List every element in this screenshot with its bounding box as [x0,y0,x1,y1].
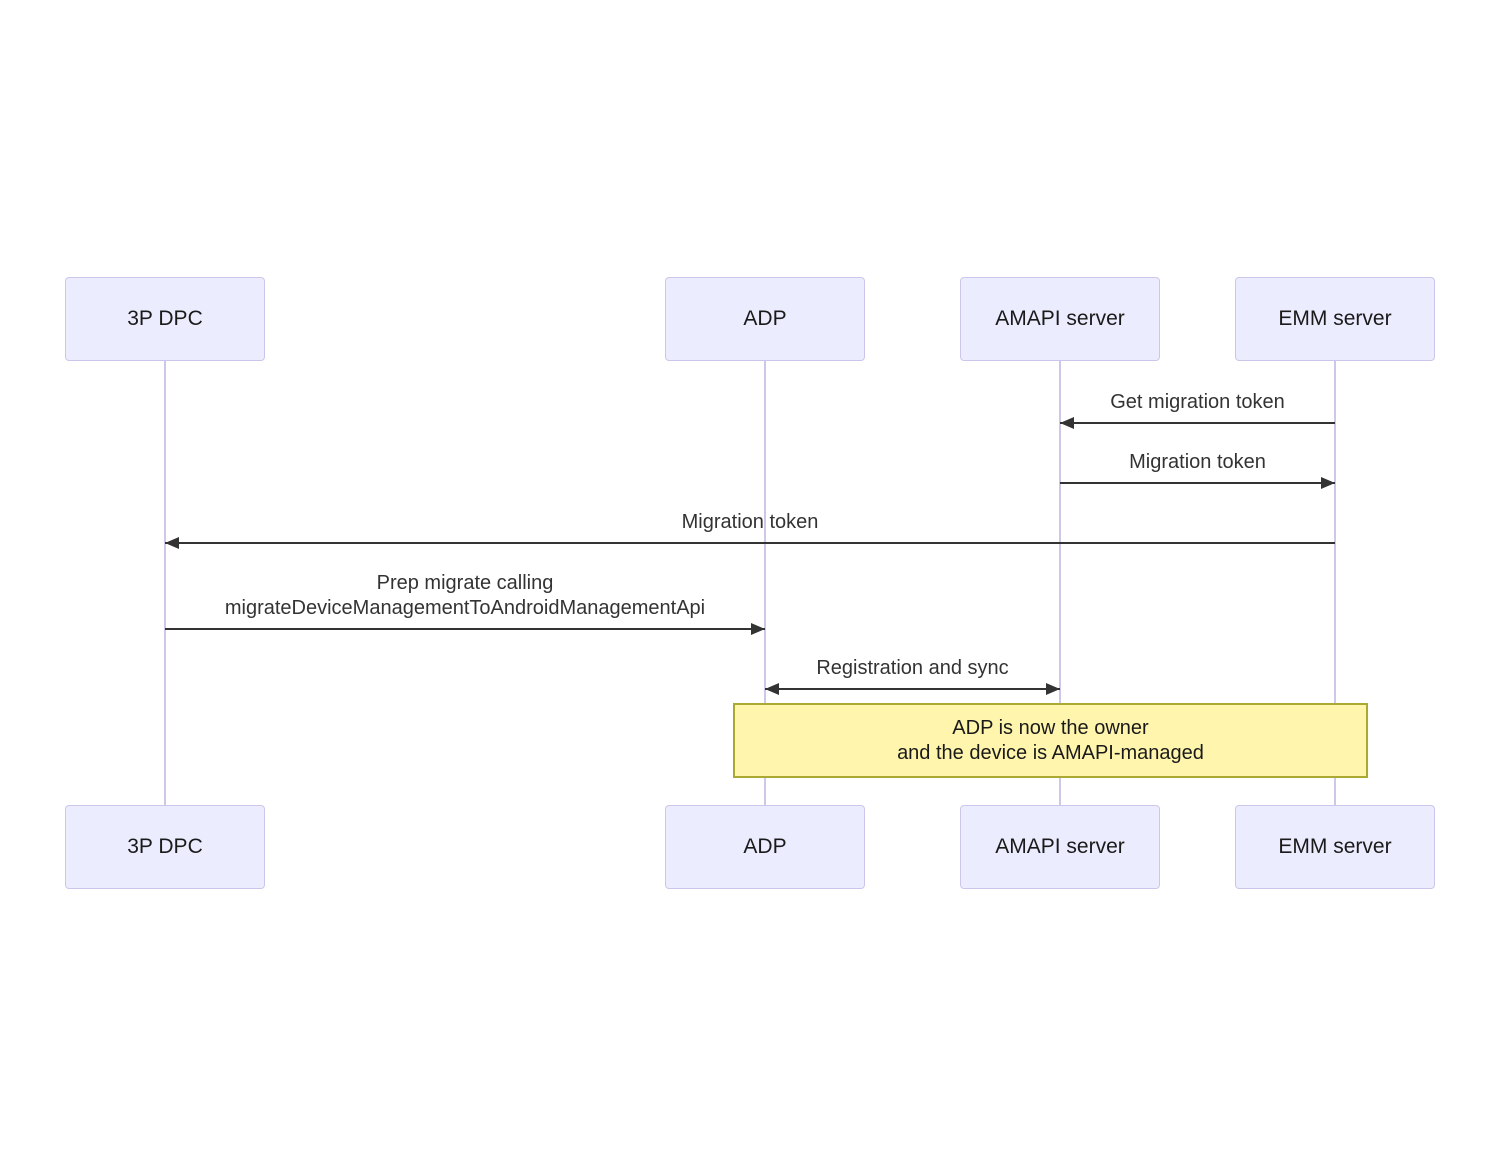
arrowhead-left-icon [1060,417,1074,429]
actor-emm-server-bottom: EMM server [1235,805,1435,889]
actor-emm-server-top: EMM server [1235,277,1435,361]
note-adp-owner: ADP is now the owner and the device is A… [733,703,1368,778]
arrowhead-left-icon [765,683,779,695]
message-label-migration-token-to-emm: Migration token [1129,451,1266,473]
actor-adp-bottom: ADP [665,805,865,889]
lifeline-adp [764,361,766,805]
actor-label: 3P DPC [127,835,203,858]
actor-3p-dpc-top: 3P DPC [65,277,265,361]
arrowhead-left-icon [165,537,179,549]
arrowhead-right-icon [751,623,765,635]
arrow-get-migration-token [1060,417,1335,429]
lifeline-amapi-server [1059,361,1061,805]
arrowhead-right-icon [1321,477,1335,489]
actor-3p-dpc-bottom: 3P DPC [65,805,265,889]
actor-amapi-server-bottom: AMAPI server [960,805,1160,889]
actor-label: 3P DPC [127,307,203,330]
message-label-get-migration-token: Get migration token [1110,391,1285,413]
actor-label: EMM server [1278,307,1392,330]
actor-adp-top: ADP [665,277,865,361]
arrow-prep-migrate [165,623,765,635]
message-label-prep-migrate: Prep migrate calling migrateDeviceManage… [165,571,765,621]
actor-label: AMAPI server [995,835,1125,858]
lifeline-emm-server [1334,361,1336,805]
actor-label: AMAPI server [995,307,1125,330]
note-line-2: and the device is AMAPI-managed [897,741,1204,764]
arrow-registration-and-sync [765,683,1060,695]
arrow-migration-token-to-dpc [165,537,1335,549]
lifeline-3p-dpc [164,361,166,805]
arrowhead-right-icon [1046,683,1060,695]
actor-label: ADP [743,835,787,858]
message-label-registration-and-sync: Registration and sync [816,657,1009,679]
message-label-migration-token-to-dpc: Migration token [681,511,819,533]
message-label-line-1: Prep migrate calling [376,572,554,594]
arrow-migration-token-to-emm [1060,477,1335,489]
note-line-1: ADP is now the owner [952,716,1149,739]
actor-label: ADP [743,307,787,330]
actor-label: EMM server [1278,835,1392,858]
actor-amapi-server-top: AMAPI server [960,277,1160,361]
message-label-line-2: migrateDeviceManagementToAndroidManageme… [224,597,706,619]
